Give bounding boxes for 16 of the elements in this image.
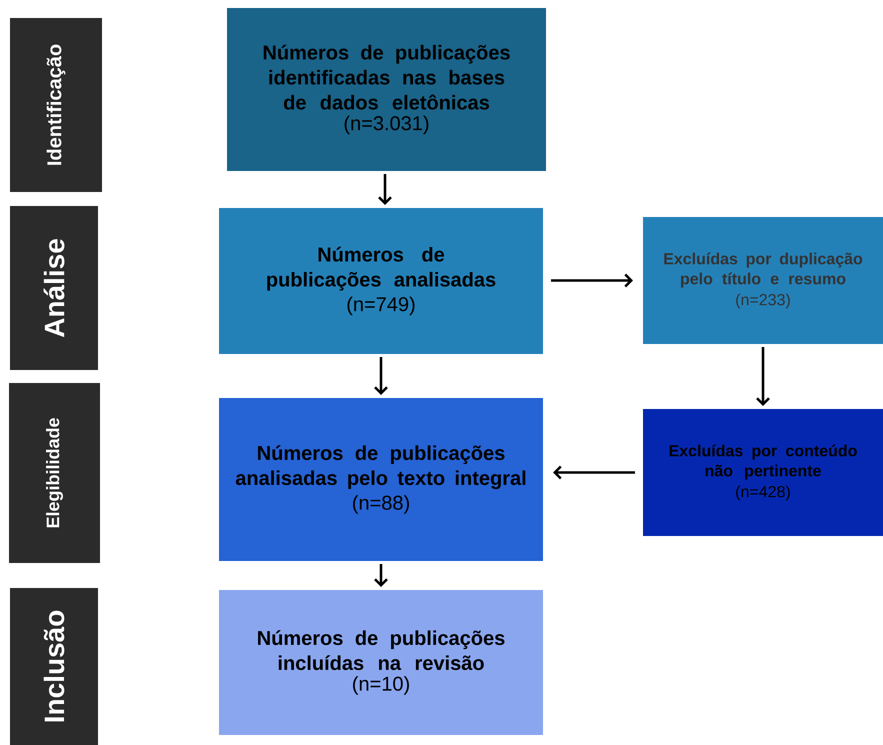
process-box: Excluídas por conteúdo não pertinente (n=428)	[643, 409, 883, 536]
process-box: Excluídas por duplicação pelo título e resumo (n=233)	[643, 217, 883, 344]
arrow	[756, 347, 770, 406]
arrow	[374, 357, 388, 395]
arrow	[374, 564, 388, 587]
stage-label: Análise	[10, 206, 98, 370]
stage-label: Inclusão	[10, 588, 98, 745]
arrow	[378, 174, 392, 205]
process-box: Números de publicações incluídas na revisão (n=10)	[219, 590, 543, 735]
process-box: Números de publicações analisadas (n=749)	[219, 208, 543, 354]
process-box: Números de publicações identificadas nas bases de dados eletônicas (n=3.031)	[227, 8, 546, 171]
stage-label: Identificação	[10, 18, 102, 192]
arrow	[553, 466, 635, 480]
arrow	[551, 274, 633, 288]
process-box: Números de publicações analisadas pelo texto integral (n=88)	[219, 398, 543, 561]
stage-label: Elegibilidade	[9, 383, 100, 563]
